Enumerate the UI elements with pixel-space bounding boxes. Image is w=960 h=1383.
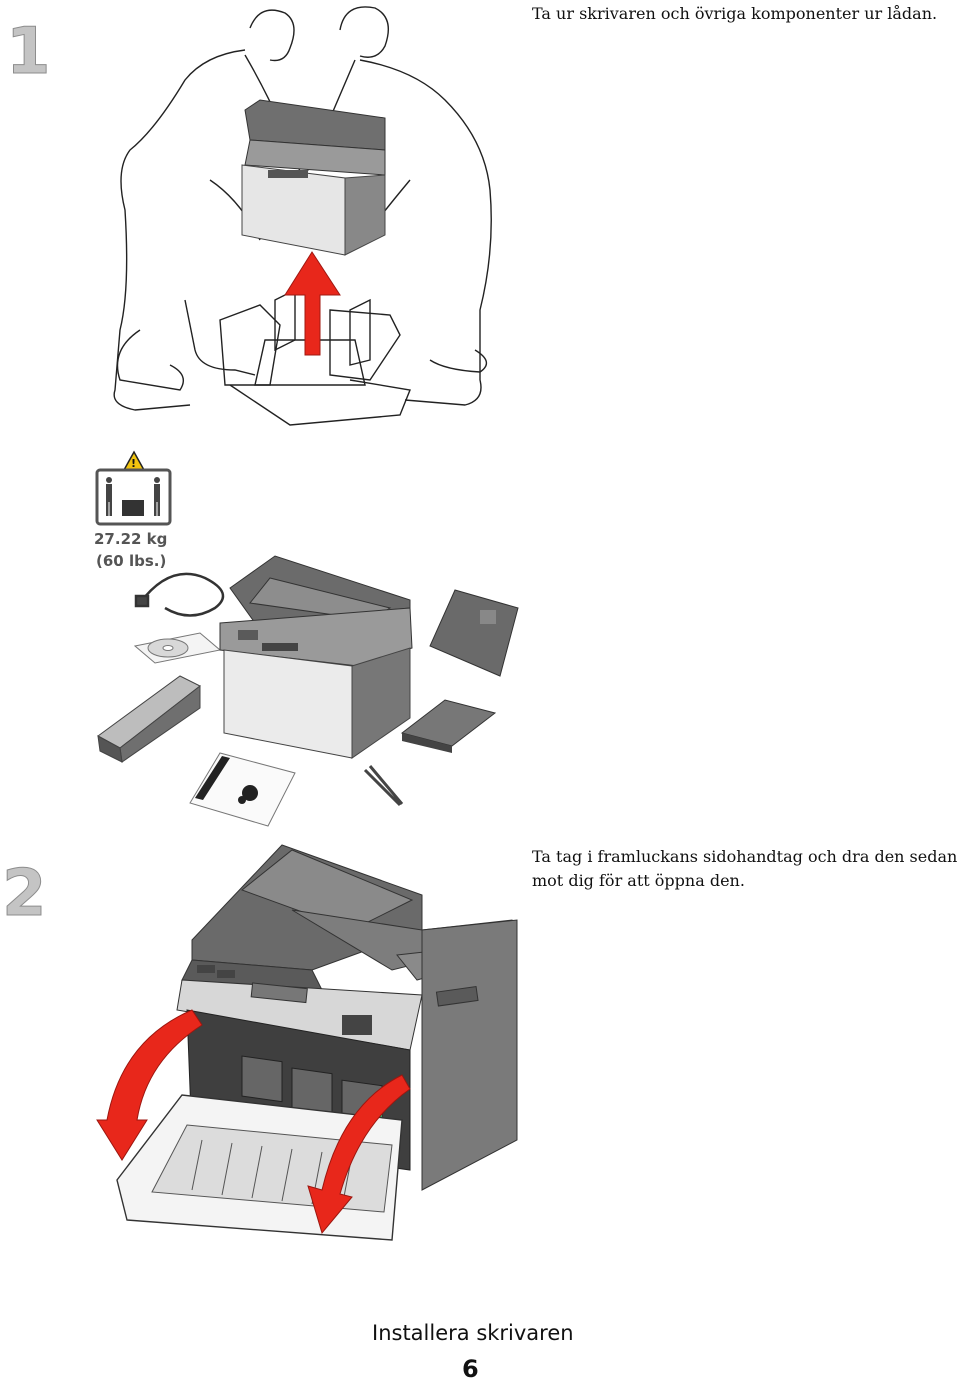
step-number-1: 1 xyxy=(6,15,52,89)
setup-documentation xyxy=(189,752,296,827)
section-title: Installera skrivaren xyxy=(372,1321,574,1345)
step-2-instruction: Ta tag i framluckans sidohandtag och dra… xyxy=(532,845,957,893)
cartridge-box xyxy=(97,675,201,763)
weight-lbs: (60 lbs.) xyxy=(96,552,166,570)
software-cd xyxy=(133,632,222,664)
up-arrow-icon xyxy=(284,251,341,356)
printer-front-door-open-illustration xyxy=(96,844,518,1241)
tweezers xyxy=(363,765,404,807)
caution-triangle-icon: ! xyxy=(122,450,146,471)
weight-text: 27.22 kg (60 lbs.) xyxy=(94,530,167,570)
printer-lifted xyxy=(241,99,386,256)
svg-text:!: ! xyxy=(131,457,136,470)
step-2-instruction-line-2: mot dig för att öppna den. xyxy=(532,871,745,890)
open-door-arrow-icon xyxy=(96,1009,411,1235)
power-cord xyxy=(134,572,225,617)
weight-kg: 27.22 kg xyxy=(94,530,167,548)
two-person-lift-warning-icon: ! xyxy=(95,450,172,526)
lifting-printer-illustration xyxy=(113,6,492,426)
page-number: 6 xyxy=(462,1355,479,1383)
step-2-instruction-line-1: Ta tag i framluckans sidohandtag och dra… xyxy=(532,847,958,866)
output-tray xyxy=(400,699,497,753)
step-number-2: 2 xyxy=(2,857,48,931)
printer-unpacked xyxy=(219,555,413,759)
printer-components-illustration xyxy=(97,555,519,827)
step-1-instruction: Ta ur skrivaren och övriga komponenter u… xyxy=(532,4,938,23)
scanner-cover-part xyxy=(429,589,519,677)
